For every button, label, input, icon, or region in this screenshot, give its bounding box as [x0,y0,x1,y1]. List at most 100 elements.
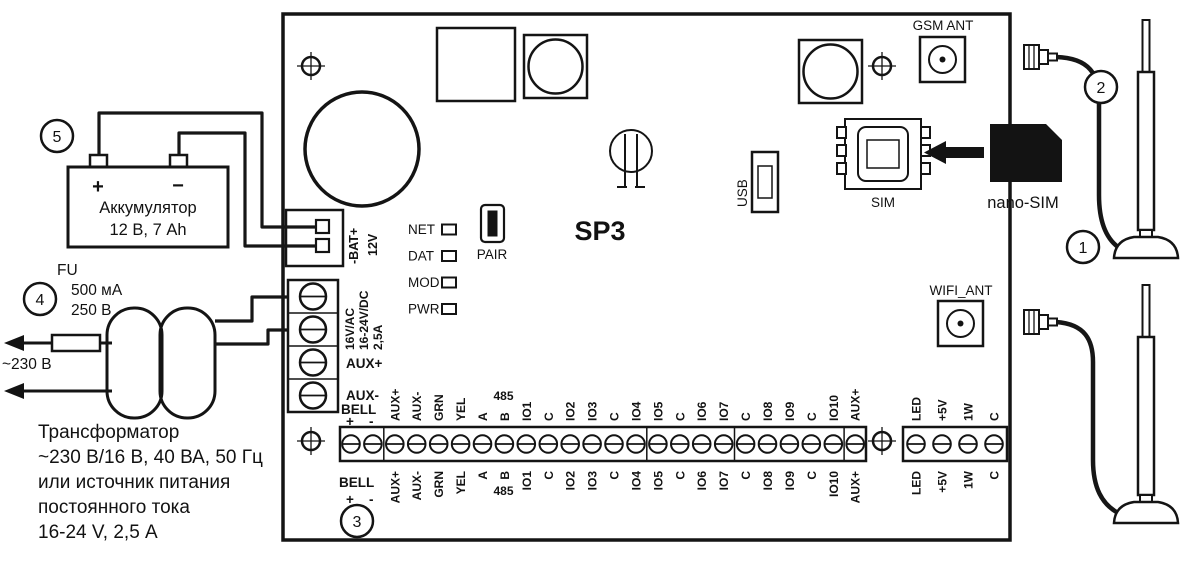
callout-4: 4 [22,281,58,317]
bell-labels-top: BELL + - [341,402,376,429]
note-line: или источник питания [38,472,230,493]
battery-minus-wire [177,131,316,248]
terminal-label-bottom: IO8 [761,471,775,491]
terminal-label-top: IO1 [520,401,534,421]
relay-box [522,33,589,100]
net-led-icon [441,223,457,236]
pair-label: PAIR [477,247,508,262]
terminal-label-bottom: C [673,471,687,480]
terminal-label-bottom: GRN [432,471,446,498]
gsm-ant-label: GSM ANT [913,18,974,33]
terminal-label-top: IO10 [827,395,841,421]
svg-text:4: 4 [36,292,45,309]
relay-box [797,38,864,105]
sma-connector-icon [1023,44,1058,70]
antenna-icon [1112,19,1180,260]
led-label: NET [408,222,435,237]
usb-connector: USB [735,150,780,214]
sim-label: SIM [871,195,895,210]
battery-assembly: 5 + − Аккумулятор 12 В, 7 Ah [39,111,316,249]
terminal-label-top: AUX- [410,392,424,421]
terminal-label-top: IO9 [783,401,797,421]
terminal-label-top: YEL [454,398,468,421]
battery-plus-wire [97,111,316,229]
sma-connector-icon [1023,309,1058,335]
output-label-top: C [988,412,1002,421]
terminal-label-top: IO5 [651,401,665,421]
terminal-label-top: A [476,412,490,421]
terminal-label-bottom: IO2 [564,471,578,491]
note-line: ~230 В/16 В, 40 ВА, 50 Гц [38,447,263,468]
callout-5: 5 [39,118,75,154]
transformer-wire-2 [215,328,288,346]
terminal-label-top: AUX+ [849,389,863,421]
battery-body [66,165,230,249]
bell-label: BELL [341,402,376,417]
output-label-top: LED [910,397,924,421]
rs485-label: 485 [494,484,514,498]
usb-label: USB [735,179,750,207]
note-line: постоянного тока [38,497,190,518]
battery-minus-sign: − [172,175,184,197]
bell-label: BELL [339,475,374,490]
aux-plus-label: AUX+ [346,356,383,371]
power-in-label: 16-24V/DC [357,290,371,350]
arrow-left-icon [924,141,984,164]
terminal-label-top: C [542,412,556,421]
rs485-label: 485 [494,389,514,403]
led-indicators: NET DAT MOD PWR [408,222,457,317]
terminal-labels-bottom: AUX+ AUX- GRN YEL A B 485 IO1 C IO2 IO3 … [388,471,862,504]
terminal-label-top: C [608,412,622,421]
terminal-label-bottom: AUX- [410,471,424,500]
bell-plus: + [346,414,354,429]
terminal-label-top: C [739,412,753,421]
output-label-bottom: LED [910,471,924,495]
led-label: MOD [408,275,440,290]
bell-minus: - [369,492,374,507]
mains-voltage-label: ~230 В [2,356,52,373]
power-in-label: 2,5A [371,324,385,350]
terminal-label-bottom: IO10 [827,471,841,497]
battery-rating: 12 В, 7 Ah [109,221,186,239]
terminal-labels-top: AUX+ AUX- GRN YEL A B 485 IO1 C IO2 IO3 … [388,389,862,421]
power-in-label: 16V/AC [343,308,357,350]
terminal-label-bottom: AUX+ [388,471,402,503]
terminal-label-top: IO6 [695,401,709,421]
terminal-label-top: IO3 [586,401,600,421]
terminal-label-top: C [673,412,687,421]
svg-text:2: 2 [1097,80,1106,97]
nano-sim-card: nano-SIM [924,124,1062,212]
mounting-hole-icon [297,52,896,455]
callout-3: 3 [339,503,375,539]
bell-labels-bottom: BELL + - [339,475,374,507]
battery-name: Аккумулятор [99,199,196,217]
terminal-label-top: GRN [432,394,446,421]
terminal-label-bottom: C [739,471,753,480]
terminal-label-bottom: C [805,471,819,480]
terminal-label-top: C [805,412,819,421]
terminal-label-top: IO4 [630,401,644,421]
aux-minus-label: AUX- [346,388,379,403]
terminal-label-bottom: C [608,471,622,480]
battery-plus-sign: + [92,176,104,198]
fuse-current: 500 мА [71,282,123,299]
terminal-label-bottom: IO4 [630,471,644,491]
note-line: Трансформатор [38,422,179,443]
transformer-wire-1 [215,295,288,323]
terminal-label-bottom: B [498,471,512,480]
terminal-label-bottom: A [476,471,490,480]
bat-voltage-label: 12V [366,233,380,256]
speaker-circle [303,90,421,208]
terminal-label-bottom: IO1 [520,471,534,491]
gsm-antenna-assembly: 2 [1023,19,1180,260]
terminal-label-bottom: AUX+ [849,471,863,503]
fuse-icon [50,333,102,353]
sim-card-icon [990,124,1062,182]
terminal-label-top: B [498,412,512,421]
arrow-left-icon [4,383,24,399]
pwr-led-icon [441,303,457,315]
note-line: 16-24 V, 2,5 А [38,522,158,543]
sim-holder: SIM [836,118,931,210]
terminal-label-bottom: IO9 [783,471,797,491]
terminal-label-top: IO8 [761,401,775,421]
